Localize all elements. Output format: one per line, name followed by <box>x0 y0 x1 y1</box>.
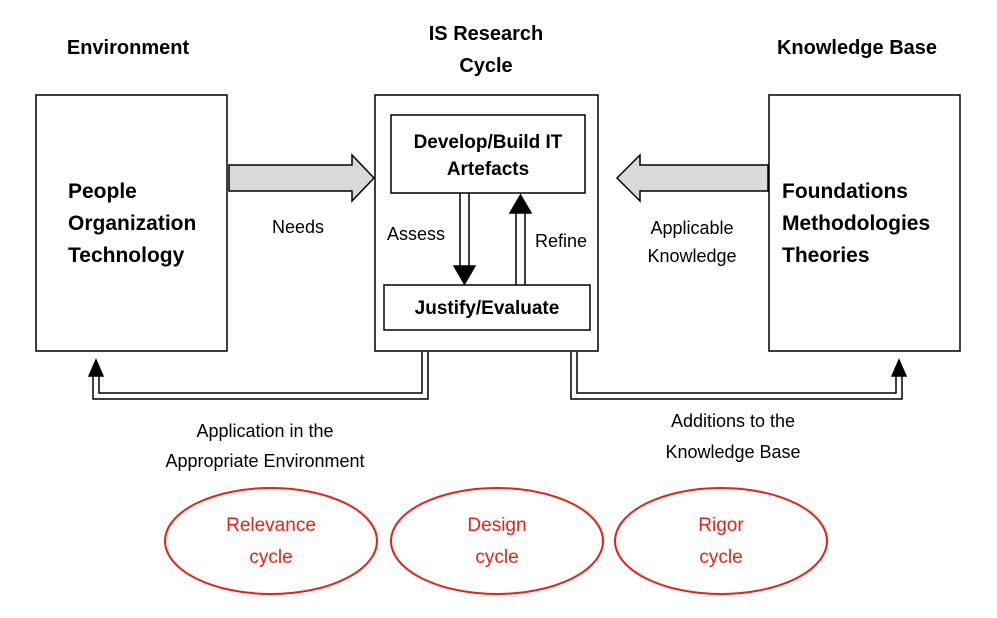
environment-heading: Environment <box>67 37 190 59</box>
justify-evaluate-label: Justify/Evaluate <box>415 298 560 319</box>
environment-item-organization: Organization <box>68 212 196 235</box>
needs-block-arrow <box>228 153 376 203</box>
assess-label: Assess <box>387 224 445 244</box>
environment-item-technology: Technology <box>68 244 185 267</box>
relevance-cycle-label-line1: Relevance <box>226 515 316 536</box>
refine-label: Refine <box>535 231 587 251</box>
application-return-arrow <box>87 352 429 400</box>
design-cycle-label-line2: cycle <box>475 547 518 568</box>
needs-label: Needs <box>272 217 324 237</box>
knowledge-base-box <box>768 94 961 352</box>
additions-label-line2: Knowledge Base <box>665 442 800 462</box>
design-cycle-ellipse <box>390 487 604 595</box>
justify-evaluate-box <box>383 284 591 331</box>
additions-arrow <box>570 352 908 400</box>
knowledge-item-methodologies: Methodologies <box>782 212 930 235</box>
rigor-cycle-ellipse <box>614 487 828 595</box>
knowledge-base-heading: Knowledge Base <box>777 37 937 59</box>
knowledge-item-foundations: Foundations <box>782 180 908 203</box>
is-research-heading-line1: IS Research <box>429 23 544 45</box>
refine-arrow <box>508 193 533 285</box>
rigor-cycle-label-line1: Rigor <box>698 515 744 536</box>
relevance-cycle-ellipse <box>164 487 378 595</box>
rigor-cycle-label-line2: cycle <box>699 547 742 568</box>
knowledge-item-theories: Theories <box>782 244 870 267</box>
applicable-knowledge-block-arrow <box>615 153 769 203</box>
develop-build-box <box>390 114 586 194</box>
assess-arrow <box>452 193 477 286</box>
applicable-knowledge-label-line2: Knowledge <box>647 246 736 266</box>
additions-label-line1: Additions to the <box>671 411 795 431</box>
develop-build-label-line1: Develop/Build IT <box>414 132 563 153</box>
application-label-line1: Application in the <box>196 421 333 441</box>
develop-build-label-line2: Artefacts <box>447 159 529 180</box>
applicable-knowledge-label-line1: Applicable <box>650 218 733 238</box>
environment-box <box>35 94 228 352</box>
environment-item-people: People <box>68 180 137 203</box>
relevance-cycle-label-line2: cycle <box>249 547 292 568</box>
design-cycle-label-line1: Design <box>467 515 526 536</box>
is-research-heading-line2: Cycle <box>459 55 512 77</box>
application-label-line2: Appropriate Environment <box>165 451 364 471</box>
